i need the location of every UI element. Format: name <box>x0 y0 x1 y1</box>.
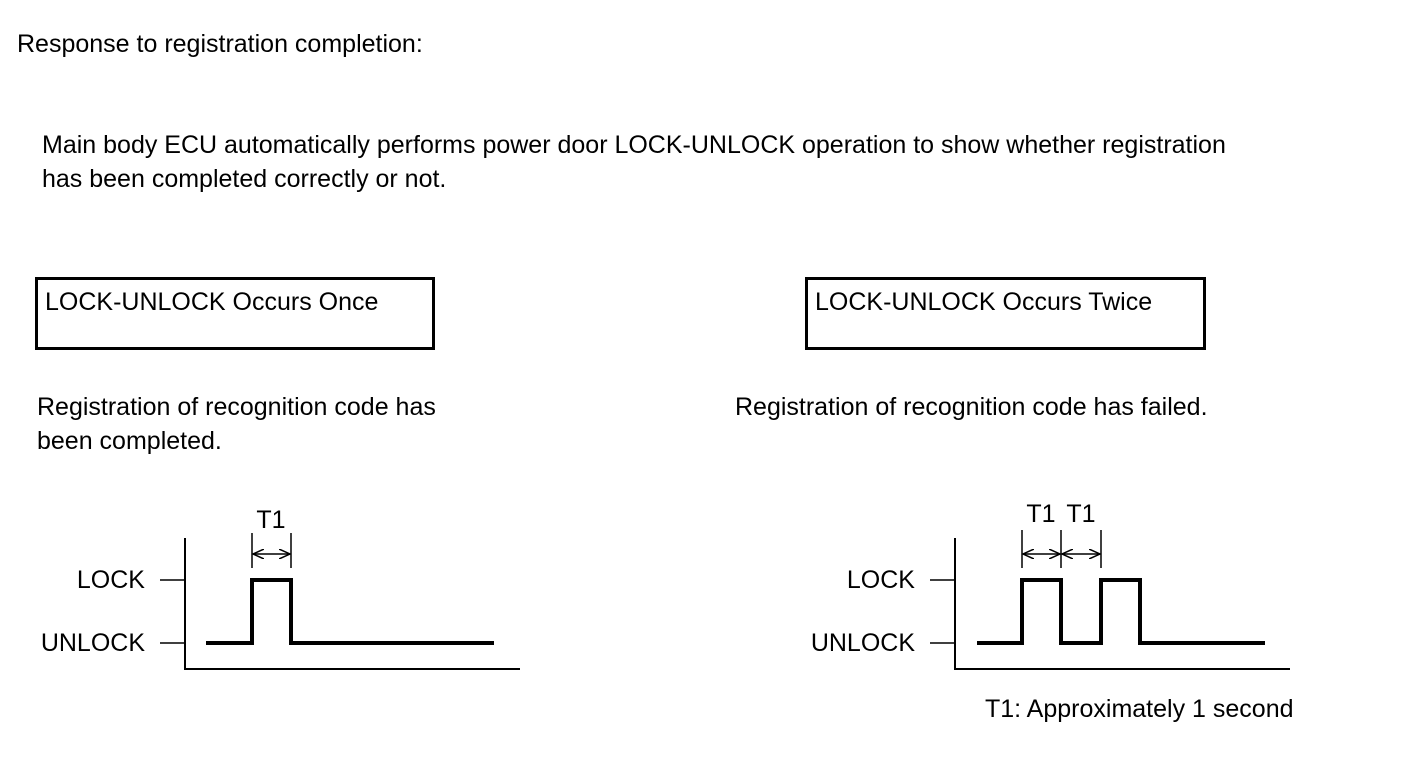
description-completed: Registration of recognition code has bee… <box>37 390 436 458</box>
description-failed: Registration of recognition code has fai… <box>735 393 1208 421</box>
intro-line-2: has been completed correctly or not. <box>42 165 447 193</box>
page-heading: Response to registration completion: <box>17 30 423 58</box>
signal-waveform <box>977 578 1265 645</box>
lock-label: LOCK <box>847 566 915 594</box>
box-occurs-once: LOCK-UNLOCK Occurs Once <box>35 277 435 350</box>
box-occurs-twice-label: LOCK-UNLOCK Occurs Twice <box>815 288 1153 316</box>
timing-diagram-once: LOCK UNLOCK T1 <box>41 506 520 670</box>
intro-line-1: Main body ECU automatically performs pow… <box>42 131 1226 159</box>
description-completed-line-2: been completed. <box>37 427 222 455</box>
interval-label-1: T1 <box>1026 500 1055 528</box>
interval-note: T1: Approximately 1 second <box>985 695 1294 723</box>
unlock-label: UNLOCK <box>41 629 146 657</box>
box-occurs-twice: LOCK-UNLOCK Occurs Twice <box>805 277 1206 350</box>
interval-label: T1 <box>256 506 285 534</box>
lock-label: LOCK <box>77 566 145 594</box>
interval-label-2: T1 <box>1066 500 1095 528</box>
timing-diagram-twice: LOCK UNLOCK T1 T1 <box>811 500 1290 670</box>
signal-waveform <box>206 578 494 645</box>
description-completed-line-1: Registration of recognition code has <box>37 393 436 421</box>
unlock-label: UNLOCK <box>811 629 916 657</box>
box-occurs-once-label: LOCK-UNLOCK Occurs Once <box>45 288 379 316</box>
intro-paragraph: Main body ECU automatically performs pow… <box>42 128 1226 196</box>
